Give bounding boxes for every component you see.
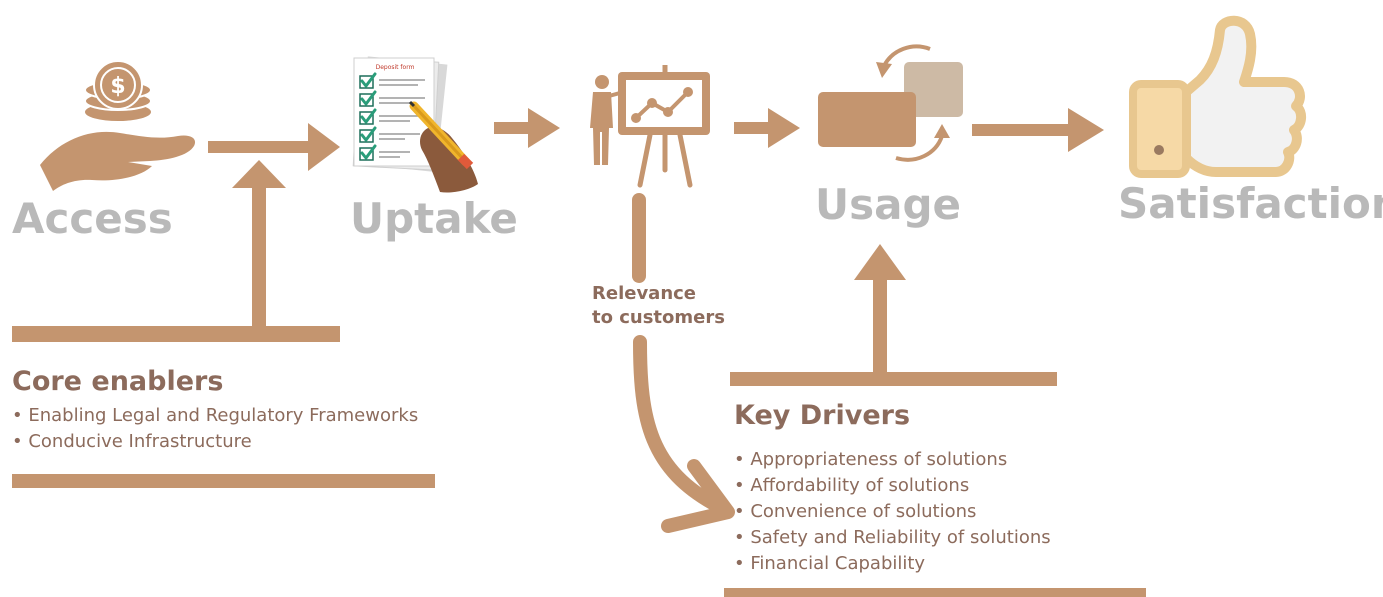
presentation-icon	[590, 65, 710, 188]
arrow-relevance-usage	[734, 108, 800, 148]
form-title: Deposit form	[376, 64, 415, 71]
relevance-connector	[632, 193, 735, 533]
core-enablers-title: Core enablers	[12, 366, 224, 397]
stage-title-satisfaction: Satisfaction	[1118, 179, 1383, 228]
hand-coins-icon: $	[40, 60, 196, 191]
thumbs-up-icon	[1129, 15, 1306, 178]
relevance-line-2: to customers	[592, 307, 725, 328]
arrow-usage-satisfaction	[972, 108, 1104, 152]
stage-title-access: Access	[12, 194, 173, 243]
relevance-label: Relevance to customers	[592, 282, 725, 330]
list-item: Conducive Infrastructure	[12, 429, 418, 455]
list-item: Convenience of solutions	[734, 499, 1051, 525]
list-item: Affordability of solutions	[734, 473, 1051, 499]
key-drivers-title: Key Drivers	[734, 400, 911, 431]
arrow-access-uptake	[208, 123, 340, 171]
core-enablers-list: Enabling Legal and Regulatory Frameworks…	[12, 403, 418, 455]
list-item: Financial Capability	[734, 551, 1051, 577]
core-enablers-connector	[12, 160, 435, 488]
cycle-cards-icon	[818, 44, 963, 162]
flow-arrows	[208, 108, 1104, 171]
list-item: Enabling Legal and Regulatory Frameworks	[12, 403, 418, 429]
key-drivers-list: Appropriateness of solutions Affordabili…	[734, 447, 1051, 577]
arrow-uptake-relevance	[494, 108, 560, 148]
list-item: Appropriateness of solutions	[734, 447, 1051, 473]
svg-text:$: $	[110, 74, 125, 99]
stage-title-uptake: Uptake	[350, 194, 518, 243]
key-drivers-connector	[724, 244, 1146, 597]
stage-title-usage: Usage	[815, 180, 961, 229]
list-item: Safety and Reliability of solutions	[734, 525, 1050, 551]
relevance-line-1: Relevance	[592, 283, 697, 304]
deposit-form-icon: Deposit form	[352, 56, 478, 193]
